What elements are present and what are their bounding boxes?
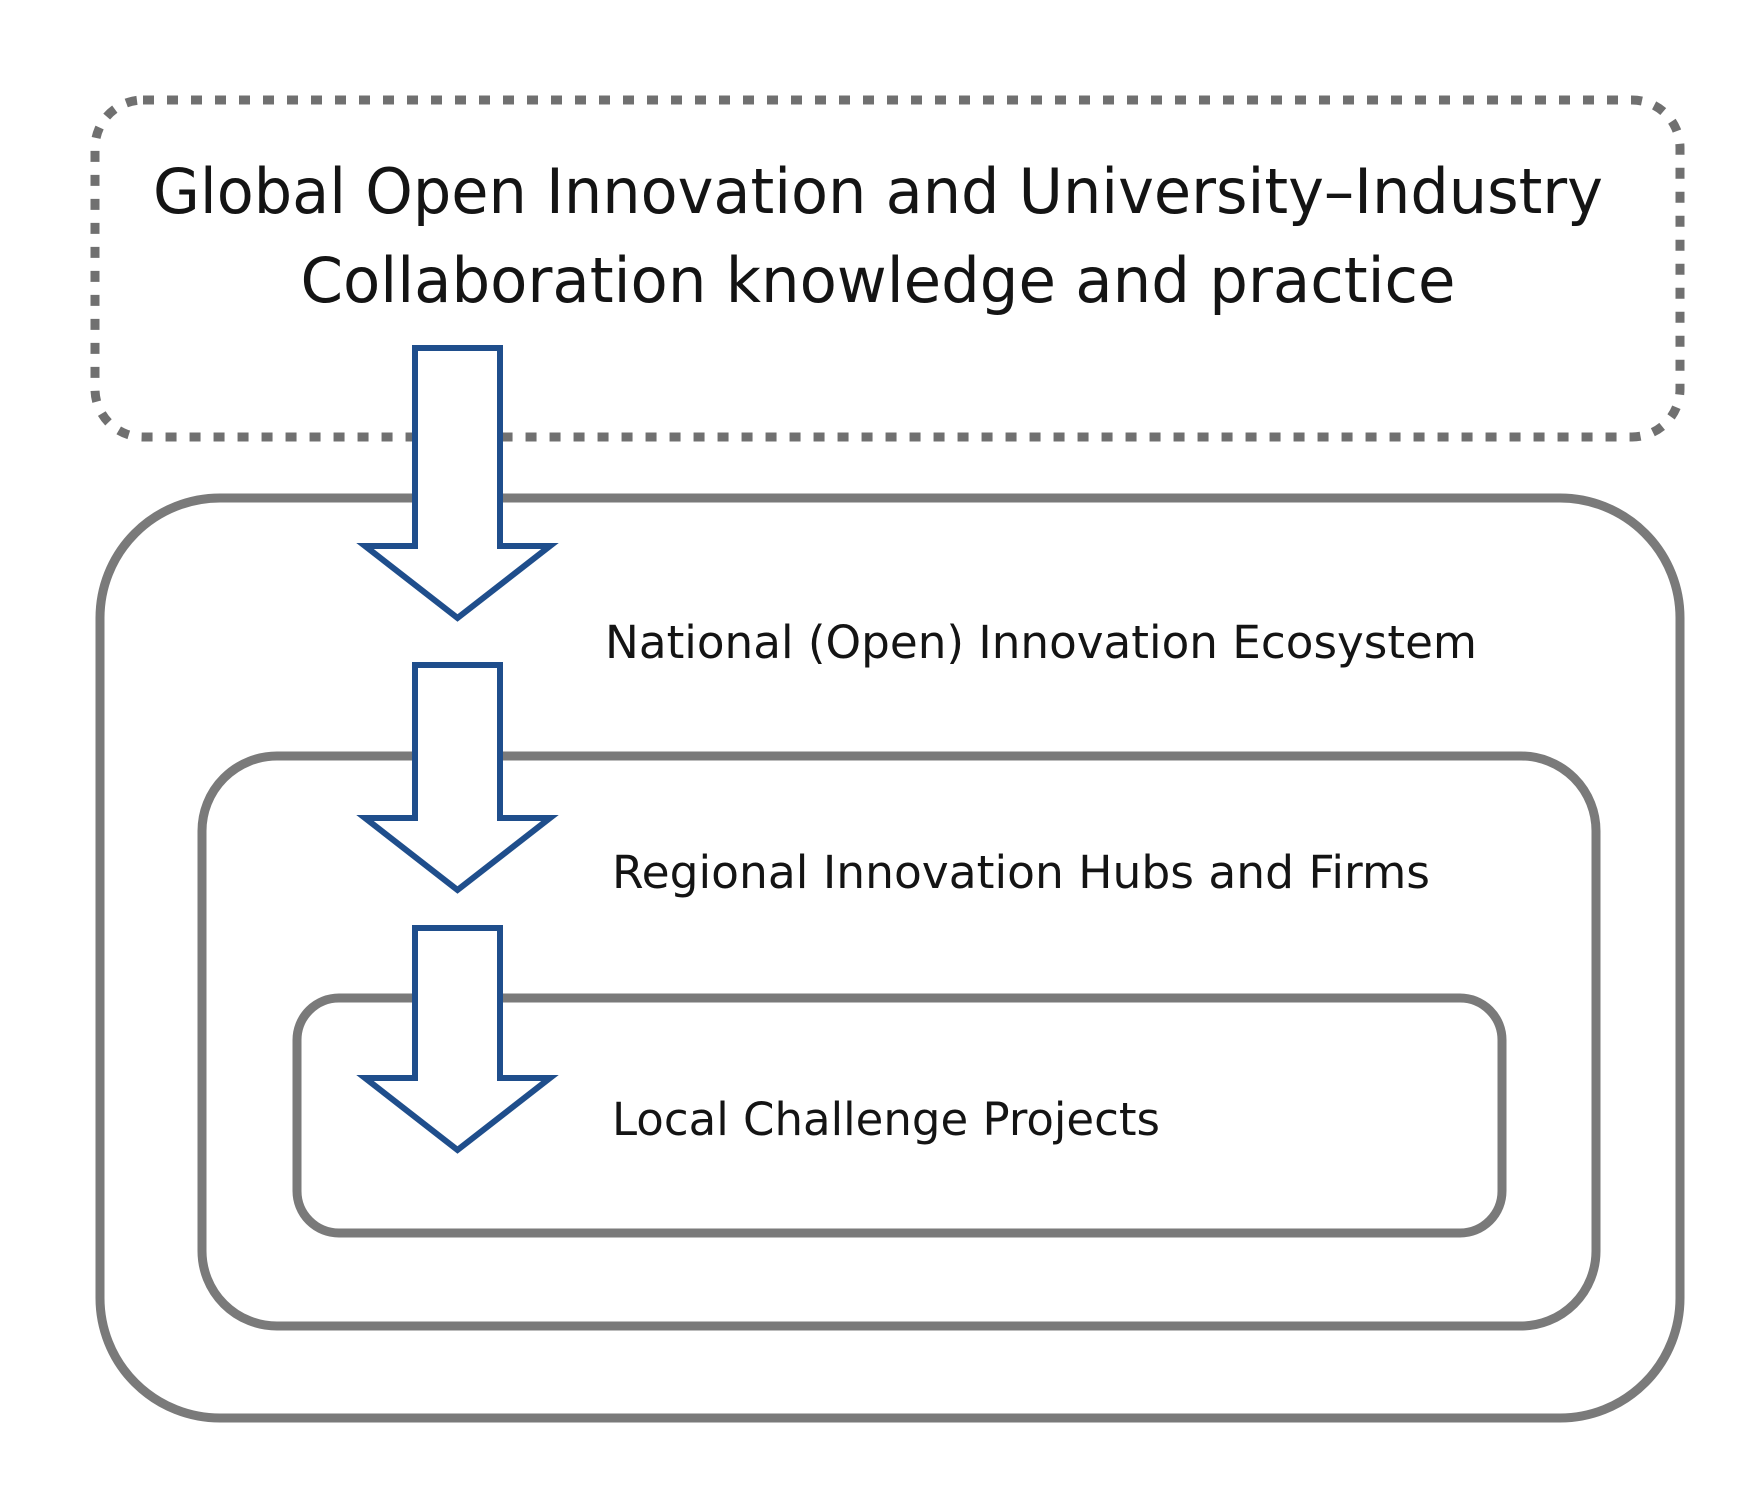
down-arrow-icon	[356, 662, 559, 894]
down-arrow-icon	[356, 345, 559, 622]
regional-hubs-label: Regional Innovation Hubs and Firms	[612, 846, 1430, 899]
global-knowledge-box	[90, 95, 1685, 442]
regional-hubs-box	[197, 751, 1601, 1331]
down-arrow-icon	[356, 925, 559, 1154]
global-title-line-1: Global Open Innovation and University–In…	[153, 155, 1603, 228]
national-ecosystem-label: National (Open) Innovation Ecosystem	[605, 616, 1477, 669]
local-projects-box	[292, 993, 1507, 1238]
local-projects-label: Local Challenge Projects	[612, 1093, 1160, 1146]
national-ecosystem-box	[95, 493, 1685, 1423]
global-title-line-2: Collaboration knowledge and practice	[301, 244, 1456, 317]
